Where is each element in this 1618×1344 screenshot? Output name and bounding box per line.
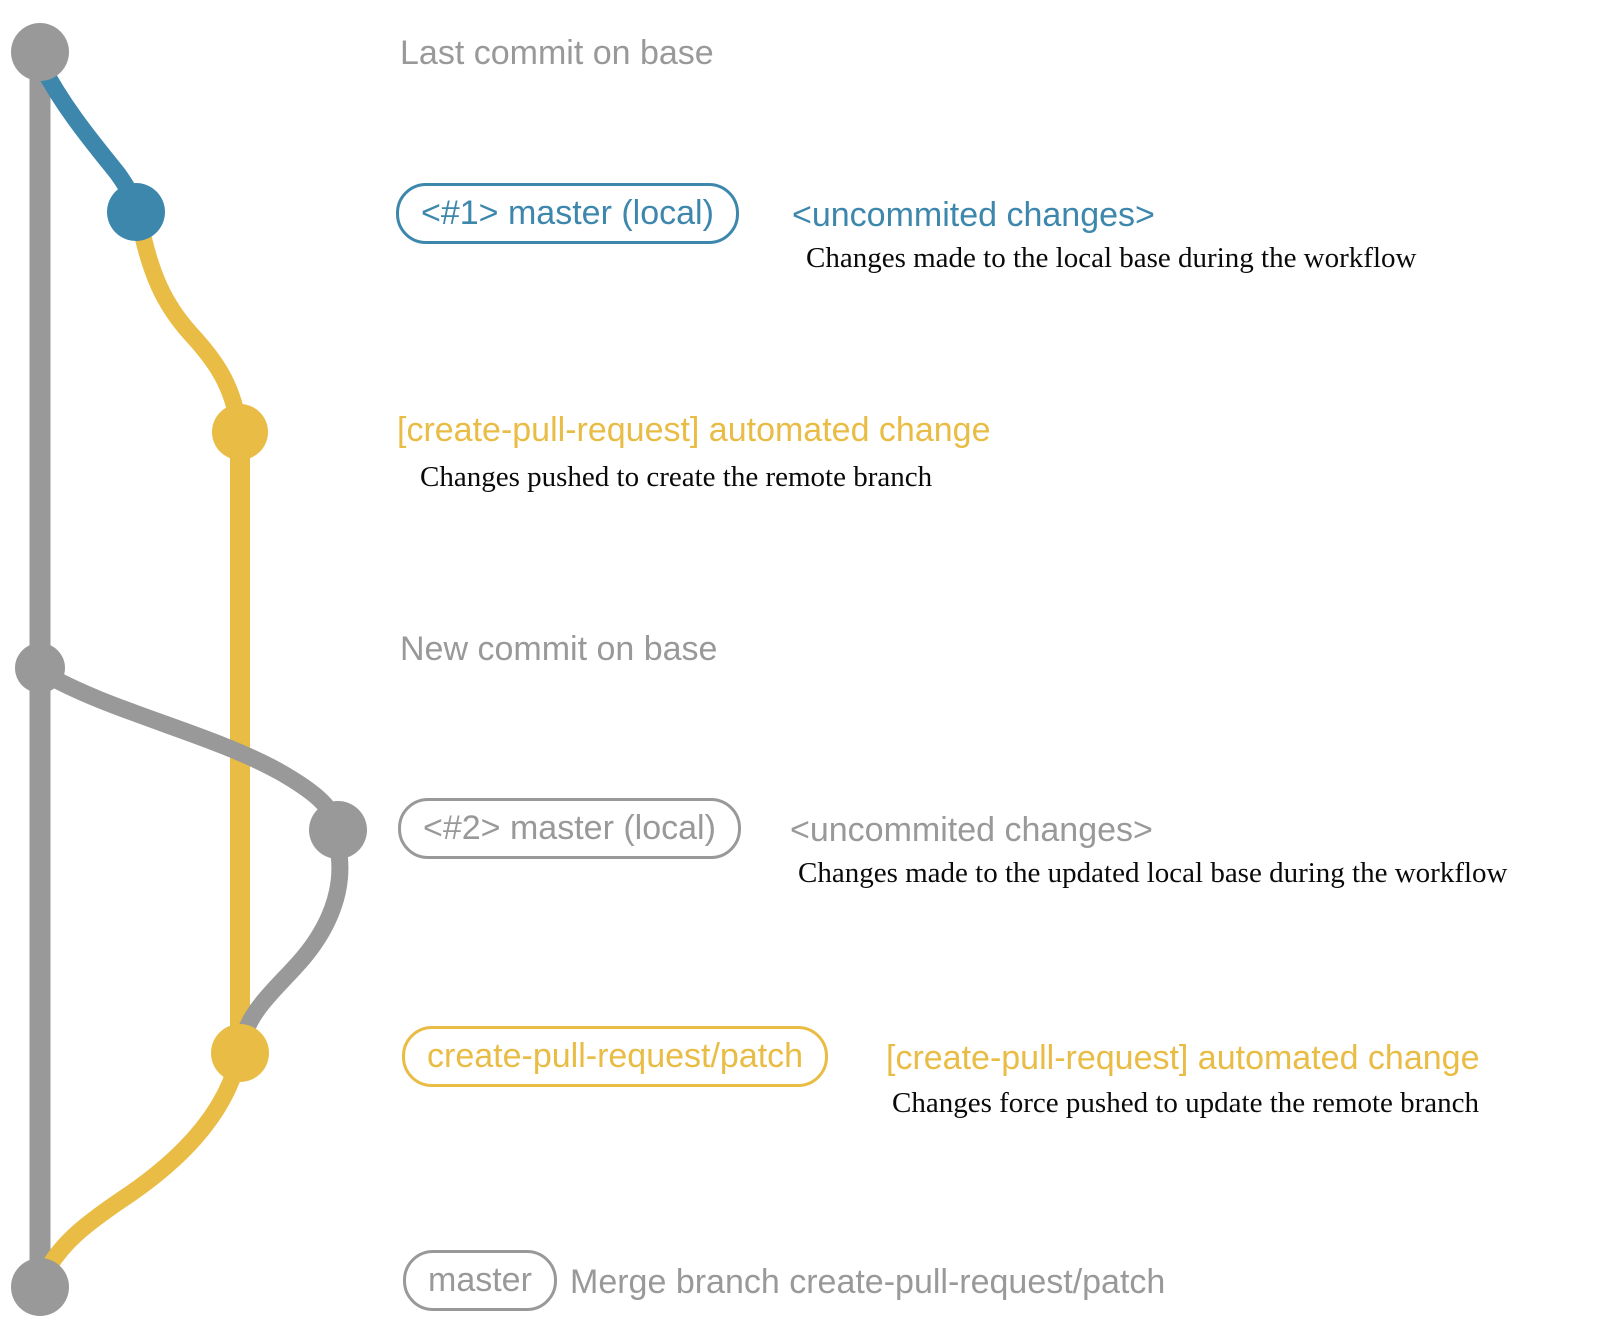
label-last-commit-on-base: Last commit on base: [400, 34, 714, 72]
label-new-commit-on-base: New commit on base: [400, 630, 718, 668]
commit-node-patch-1: [212, 404, 268, 460]
commit-node-new-base: [15, 643, 65, 693]
commit-node-master-local-1: [107, 183, 165, 241]
annotation-uncommitted-2: <uncommited changes>: [790, 811, 1153, 849]
edge-local-master-2: [33, 663, 346, 833]
description-uncommitted-2: Changes made to the updated local base d…: [798, 857, 1508, 889]
commit-node-merge: [11, 1258, 69, 1316]
branch-tag-master-final: master: [403, 1250, 557, 1312]
branch-tag-master-local-2: <#2> master (local): [398, 798, 741, 860]
description-patch-2: Changes force pushed to update the remot…: [892, 1087, 1480, 1119]
commit-node-master-local-2: [309, 801, 367, 859]
annotation-uncommitted-1: <uncommited changes>: [792, 196, 1155, 234]
commit-message-patch-2: [create-pull-request] automated change: [886, 1039, 1480, 1077]
edge-merge-patch: [36, 1051, 247, 1283]
edge-update-patch: [232, 845, 349, 1055]
commit-message-patch-1: [create-pull-request] automated change: [397, 411, 991, 449]
edge-patch-branch-off: [130, 209, 248, 437]
branch-tag-patch: create-pull-request/patch: [402, 1026, 829, 1088]
branch-tag-master-local-1: <#1> master (local): [396, 183, 739, 245]
commit-message-merge: Merge branch create-pull-request/patch: [570, 1263, 1166, 1301]
description-patch-1: Changes pushed to create the remote bran…: [420, 461, 933, 493]
description-uncommitted-1: Changes made to the local base during th…: [806, 242, 1417, 274]
git-graph: [11, 23, 367, 1316]
commit-node-patch-2: [211, 1024, 269, 1082]
commit-node-last-base: [11, 23, 69, 81]
